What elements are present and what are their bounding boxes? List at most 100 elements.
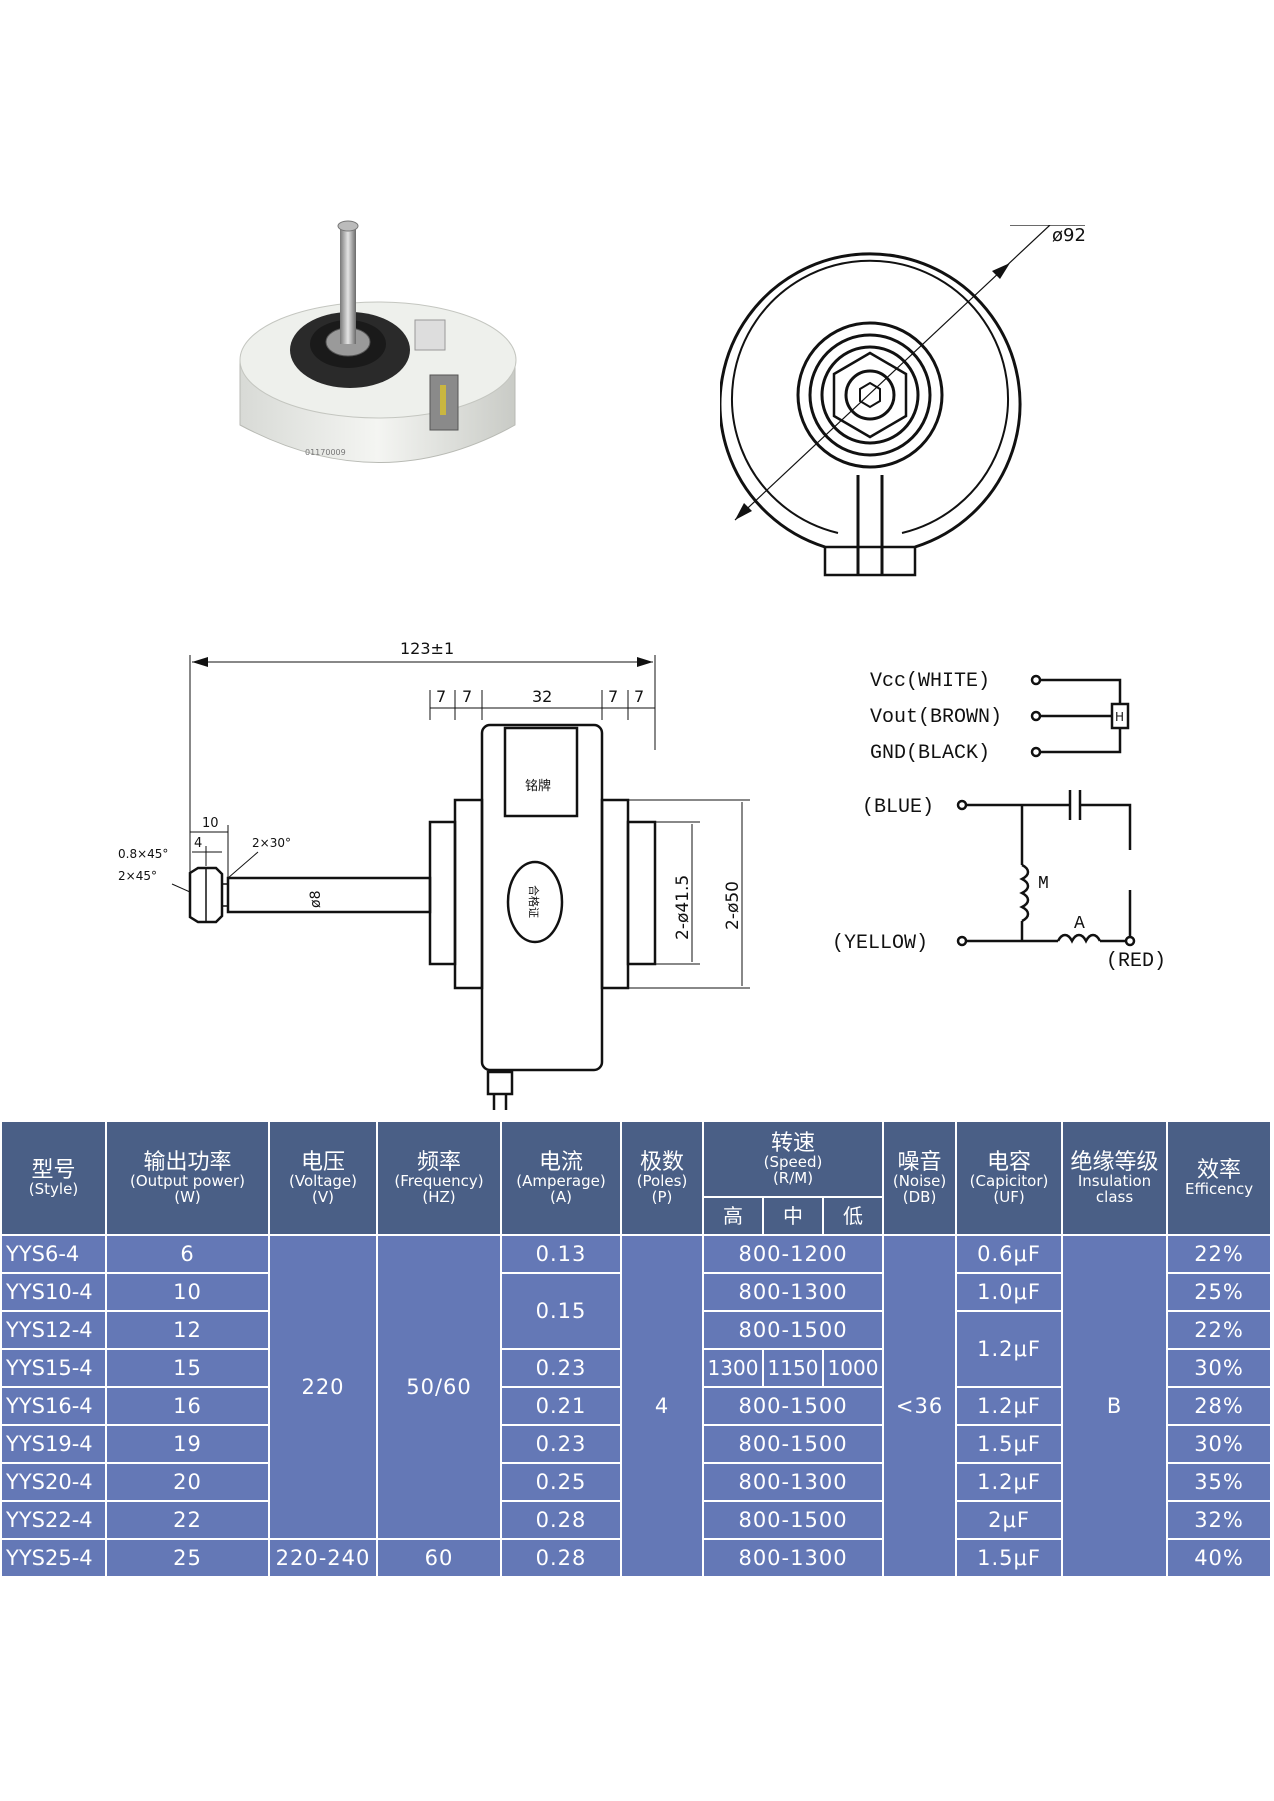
cell-style: YYS25-4	[0, 1538, 107, 1578]
cell-capacitor-merged: 1.2μF	[955, 1310, 1064, 1388]
cell-speed: 800-1500	[701, 1500, 885, 1540]
front-view-drawing: ø92	[720, 225, 1086, 577]
dim-shaft-4: 4	[194, 836, 202, 851]
wire-yellow: (YELLOW)	[832, 932, 928, 955]
oval-stamp-text: 合格证	[527, 885, 541, 918]
table-row: YYS20-4 20 0.25 800-1300 1.2μF 35%	[0, 1462, 1273, 1502]
cell-amperage: 0.23	[500, 1424, 622, 1464]
cell-amperage-merged: 0.15	[500, 1272, 622, 1350]
table-row: YYS25-4 25 220-240 60 0.28 800-1300 1.5μ…	[0, 1538, 1273, 1578]
cell-speed: 800-1500	[701, 1424, 885, 1464]
side-view-drawing: 123±1 7 7 32 7 7 铭牌 合格证 10 4 0.8×45° 2×4…	[118, 640, 750, 1110]
header-voltage: 电压(Voltage)(V)	[268, 1120, 378, 1236]
dim-seg-7a: 7	[436, 687, 446, 706]
winding-a: A	[1074, 914, 1085, 934]
dim-chamfer-08: 0.8×45°	[118, 847, 168, 861]
cell-poles-merged: 4	[620, 1234, 704, 1578]
header-speed-high: 高	[702, 1196, 764, 1236]
cell-power: 19	[105, 1424, 270, 1464]
cell-speed-mid: 1150	[762, 1348, 824, 1388]
dim-shaft-10: 10	[202, 816, 219, 831]
header-power: 输出功率(Output power)(W)	[105, 1120, 270, 1236]
dim-chamfer-2x30: 2×30°	[252, 836, 291, 850]
dim-body-diameter: 2-ø50	[723, 881, 743, 930]
cell-efficiency: 30%	[1166, 1424, 1273, 1464]
cell-power: 22	[105, 1500, 270, 1540]
cell-capacitor: 1.2μF	[955, 1386, 1064, 1426]
cell-power: 25	[105, 1538, 270, 1578]
table-row: YYS6-4 6 220 50/60 0.13 4 800-1200 <36 0…	[0, 1234, 1273, 1578]
cell-speed: 800-1500	[701, 1310, 885, 1350]
header-noise: 噪音(Noise)(DB)	[882, 1120, 958, 1236]
cell-speed: 800-1300	[701, 1462, 885, 1502]
cell-capacitor: 1.5μF	[955, 1538, 1064, 1578]
cell-style: YYS10-4	[0, 1272, 107, 1312]
cell-capacitor: 0.6μF	[955, 1234, 1064, 1274]
cell-efficiency: 28%	[1166, 1386, 1273, 1426]
dim-boss-diameter: 2-ø41.5	[673, 875, 693, 940]
cell-style: YYS22-4	[0, 1500, 107, 1540]
cell-efficiency: 22%	[1166, 1310, 1273, 1350]
spec-table: 型号(Style) 输出功率(Output power)(W) 电压(Volta…	[0, 1120, 1273, 1578]
cell-speed-low: 1000	[821, 1348, 885, 1388]
cell-speed: 800-1300	[701, 1538, 885, 1578]
cell-efficiency: 22%	[1166, 1234, 1273, 1274]
cell-capacitor: 1.5μF	[955, 1424, 1064, 1464]
cell-power: 16	[105, 1386, 270, 1426]
hall-sensor-label: H	[1115, 710, 1124, 724]
cell-amperage: 0.23	[500, 1348, 622, 1388]
header-amperage: 电流(Amperage)(A)	[500, 1120, 622, 1236]
cell-power: 15	[105, 1348, 270, 1388]
cell-capacitor: 1.0μF	[955, 1272, 1064, 1312]
cell-power: 10	[105, 1272, 270, 1312]
cell-power: 6	[105, 1234, 270, 1274]
cell-speed: 800-1200	[701, 1234, 885, 1274]
cell-capacitor: 1.2μF	[955, 1462, 1064, 1502]
dim-chamfer-2x45: 2×45°	[118, 869, 157, 883]
header-speed-mid: 中	[762, 1196, 824, 1236]
cell-amperage: 0.21	[500, 1386, 622, 1426]
cell-style: YYS19-4	[0, 1424, 107, 1464]
cell-efficiency: 30%	[1166, 1348, 1273, 1388]
wire-gnd: GND(BLACK)	[870, 742, 990, 765]
table-row: YYS12-4 12 800-1500 1.2μF 22%	[0, 1310, 1273, 1388]
dim-seg-7c: 7	[608, 687, 618, 706]
wiring-diagram: Vcc(WHITE) Vout(BROWN) GND(BLACK) H (BLU…	[832, 670, 1166, 973]
dim-seg-32: 32	[532, 687, 552, 706]
header-capacitor: 电容(Capicitor)(UF)	[955, 1120, 1064, 1236]
cell-amperage: 0.13	[500, 1234, 622, 1274]
photo-label: 01170009	[305, 448, 346, 457]
dim-shaft-diameter: ø8	[308, 891, 324, 908]
header-speed: 转速(Speed)(R/M)	[701, 1120, 885, 1198]
cell-efficiency: 35%	[1166, 1462, 1273, 1502]
dim-seg-7d: 7	[634, 687, 644, 706]
motor-photo: 01170009	[239, 220, 517, 463]
wire-vcc: Vcc(WHITE)	[870, 670, 990, 693]
table-row: YYS22-4 22 0.28 800-1500 2μF 32%	[0, 1500, 1273, 1540]
wire-vout: Vout(BROWN)	[870, 706, 1002, 729]
header-style: 型号(Style)	[0, 1120, 107, 1236]
cell-frequency-merged: 50/60	[376, 1234, 502, 1540]
wire-red: (RED)	[1106, 950, 1166, 973]
wire-blue: (BLUE)	[862, 796, 934, 819]
cell-speed: 800-1300	[701, 1272, 885, 1312]
header-speed-low: 低	[821, 1196, 885, 1236]
cell-speed-high: 1300	[702, 1348, 764, 1388]
cell-voltage-merged: 220	[268, 1234, 378, 1540]
cell-style: YYS20-4	[0, 1462, 107, 1502]
dim-seg-7b: 7	[462, 687, 472, 706]
cell-style: YYS12-4	[0, 1310, 107, 1350]
dim-overall-length: 123±1	[400, 640, 454, 658]
table-row: YYS15-4 15 0.23 1300 1150 1000 30%	[0, 1348, 1273, 1388]
cell-capacitor: 2μF	[955, 1500, 1064, 1540]
cell-voltage: 220-240	[268, 1538, 378, 1578]
cell-style: YYS15-4	[0, 1348, 107, 1388]
cell-insulation-merged: B	[1061, 1234, 1169, 1578]
cell-amperage: 0.25	[500, 1462, 622, 1502]
table-row: YYS19-4 19 0.23 800-1500 1.5μF 30%	[0, 1424, 1273, 1464]
dim-outer-diameter: ø92	[1052, 225, 1086, 246]
header-poles: 极数(Poles)(P)	[620, 1120, 704, 1236]
cell-speed: 800-1500	[701, 1386, 885, 1426]
